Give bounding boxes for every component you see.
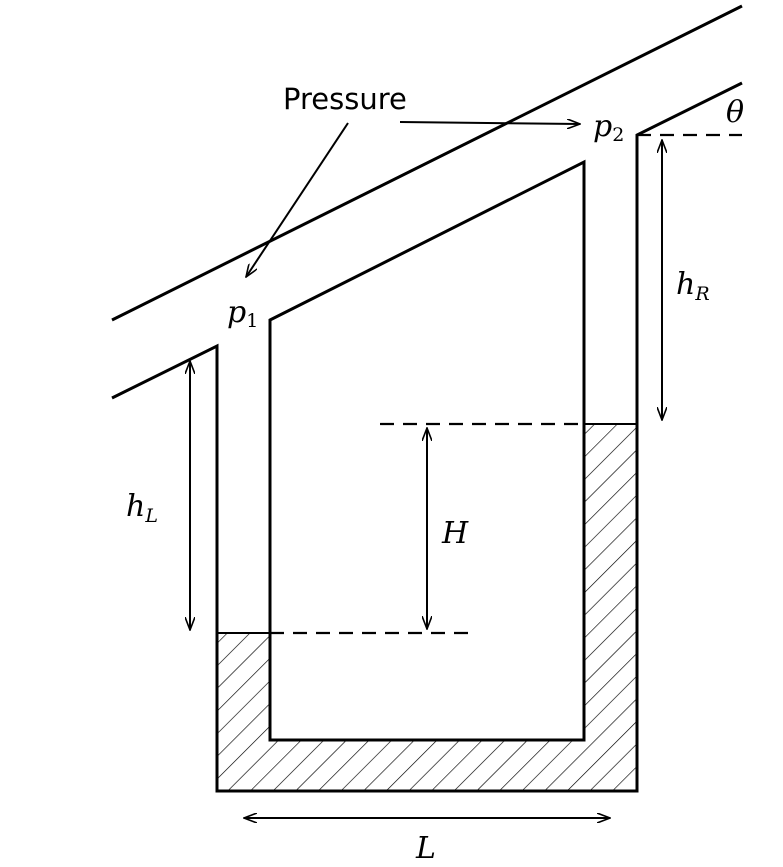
pipe-lower-wall-right: [215, 81, 743, 793]
pressure-arrow-to-p2: [399, 122, 580, 124]
hL-label: hL: [126, 489, 158, 527]
pressure-label: Pressure: [283, 82, 407, 116]
hR-label: hR: [676, 267, 710, 305]
theta-label: θ: [726, 95, 744, 130]
p1-label: p1: [227, 295, 258, 332]
H-label: H: [441, 516, 469, 551]
manometer-fluid: [217, 424, 637, 791]
pipe-lower-wall-middle: [268, 159, 586, 742]
pressure-arrow-to-p1: [246, 122, 349, 277]
L-label: L: [415, 831, 436, 866]
p2-label: p2: [593, 109, 624, 146]
pipe-lower-wall-left: [111, 343, 219, 633]
pipe-upper-wall: [111, 4, 743, 322]
